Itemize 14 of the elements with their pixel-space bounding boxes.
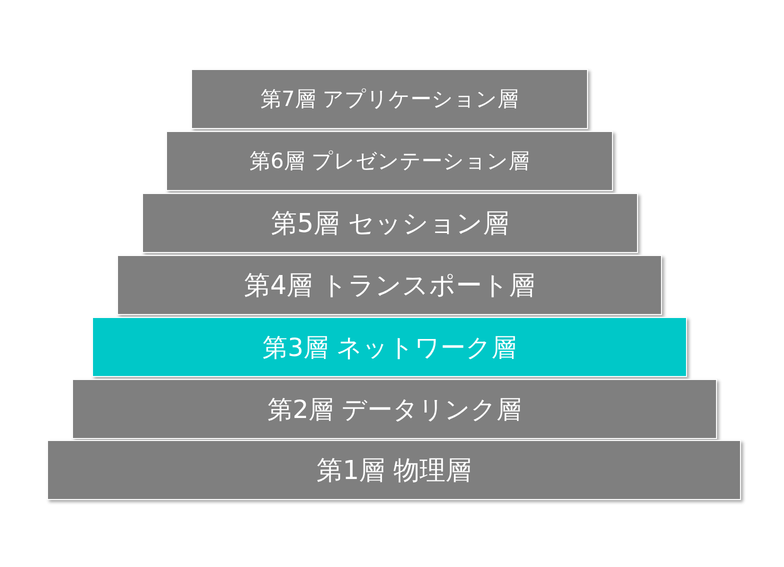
layer-label: 第5層 セッション層 xyxy=(271,208,509,240)
layer-bar xyxy=(142,193,638,253)
layer-bar xyxy=(72,379,717,439)
layer-label: 第6層 プレゼンテーション層 xyxy=(249,148,530,175)
layer-label: 第4層 トランスポート層 xyxy=(244,270,535,302)
layer-bar xyxy=(117,255,662,315)
layer-bar xyxy=(47,440,741,500)
layer-bar xyxy=(191,69,588,129)
layer-label: 第1層 物理層 xyxy=(316,454,472,488)
layer-bar xyxy=(166,131,613,191)
layer-label: 第2層 データリンク層 xyxy=(268,394,522,426)
layer-label: 第3層 ネットワーク層 xyxy=(262,332,516,364)
layer-label: 第7層 アプリケーション層 xyxy=(260,86,519,113)
layer-bar xyxy=(92,317,687,377)
